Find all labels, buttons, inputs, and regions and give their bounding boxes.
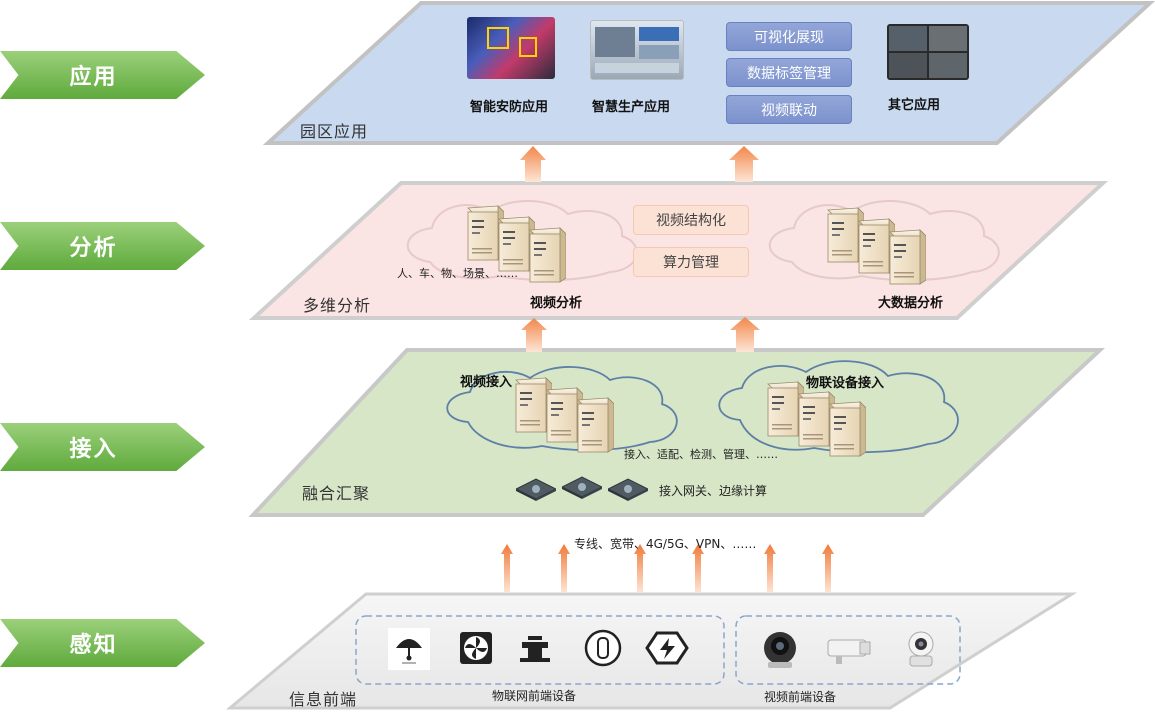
fan-sensor-icon — [460, 632, 492, 664]
video-devices-label: 视频前端设备 — [764, 690, 837, 704]
server-icon — [529, 227, 566, 283]
bigdata-analysis-label: 大数据分析 — [878, 296, 944, 311]
analysis-objects-note: 人、车、物、场景、…… — [397, 267, 518, 280]
analysis-layer-name: 多维分析 — [303, 296, 372, 315]
server-icon — [829, 401, 866, 457]
access-layer-plane — [248, 348, 1106, 517]
video-analysis-cloud — [406, 200, 638, 282]
server-icon — [798, 391, 835, 447]
server-icon — [498, 216, 535, 272]
server-icon — [858, 218, 895, 274]
video-analysis-label: 视频分析 — [530, 296, 583, 311]
arrow-access-to-analysis-right — [730, 317, 760, 352]
fire-hydrant-icon — [520, 636, 550, 662]
arrow-analysis-to-application-right — [729, 146, 759, 182]
iot-devices-box — [355, 615, 725, 685]
server-icon — [827, 207, 864, 263]
bigdata-analysis-cloud — [768, 200, 1000, 282]
security-app-thumbnail — [467, 17, 555, 79]
server-icon — [767, 381, 804, 437]
other-app-thumbnail — [887, 24, 969, 80]
iot-access-cloud — [718, 360, 959, 453]
arrow-analysis-to-application-left — [520, 146, 546, 182]
access-layer-name: 融合汇聚 — [302, 484, 371, 503]
security-app-label: 智能安防应用 — [470, 100, 549, 115]
smoke-detector-icon — [388, 628, 430, 670]
video-access-cloud — [446, 366, 678, 451]
server-icon — [889, 229, 926, 285]
dome-camera-icon — [764, 632, 796, 668]
computing-management-pill: 算力管理 — [633, 247, 749, 277]
ptz-camera-icon — [908, 631, 934, 667]
tag-access: 接入 — [0, 423, 205, 471]
application-layer-name: 园区应用 — [300, 122, 369, 141]
power-meter-icon — [645, 631, 689, 665]
server-icon — [577, 397, 614, 453]
application-layer-plane — [262, 0, 1155, 145]
visualization-pill: 可视化展现 — [726, 22, 852, 51]
gateway-note: 接入网关、边缘计算 — [659, 484, 768, 498]
video-linkage-pill: 视频联动 — [726, 95, 852, 124]
tag-perceive: 感知 — [0, 619, 205, 667]
data-tag-management-pill: 数据标签管理 — [726, 58, 852, 87]
network-note: 专线、宽带、4G/5G、VPN、…… — [574, 537, 757, 551]
video-access-label: 视频接入 — [460, 375, 513, 390]
access-functions-note: 接入、适配、检测、管理、…… — [624, 448, 778, 461]
tag-analyze: 分析 — [0, 222, 205, 270]
production-app-thumbnail — [590, 20, 684, 80]
server-icon — [515, 377, 552, 433]
network-arrows — [501, 544, 834, 592]
video-devices-box — [735, 615, 961, 685]
front-layer-name: 信息前端 — [289, 690, 358, 709]
arrow-access-to-analysis-left — [521, 318, 547, 352]
iot-devices-label: 物联网前端设备 — [492, 689, 577, 703]
bullet-camera-icon — [827, 639, 871, 664]
iot-access-label: 物联设备接入 — [806, 376, 885, 391]
access-sensor-icon — [584, 629, 622, 667]
tag-apply: 应用 — [0, 51, 205, 99]
video-structuring-pill: 视频结构化 — [633, 205, 749, 235]
server-icon — [546, 387, 583, 443]
other-app-label: 其它应用 — [888, 98, 941, 113]
production-app-label: 智慧生产应用 — [592, 100, 671, 115]
